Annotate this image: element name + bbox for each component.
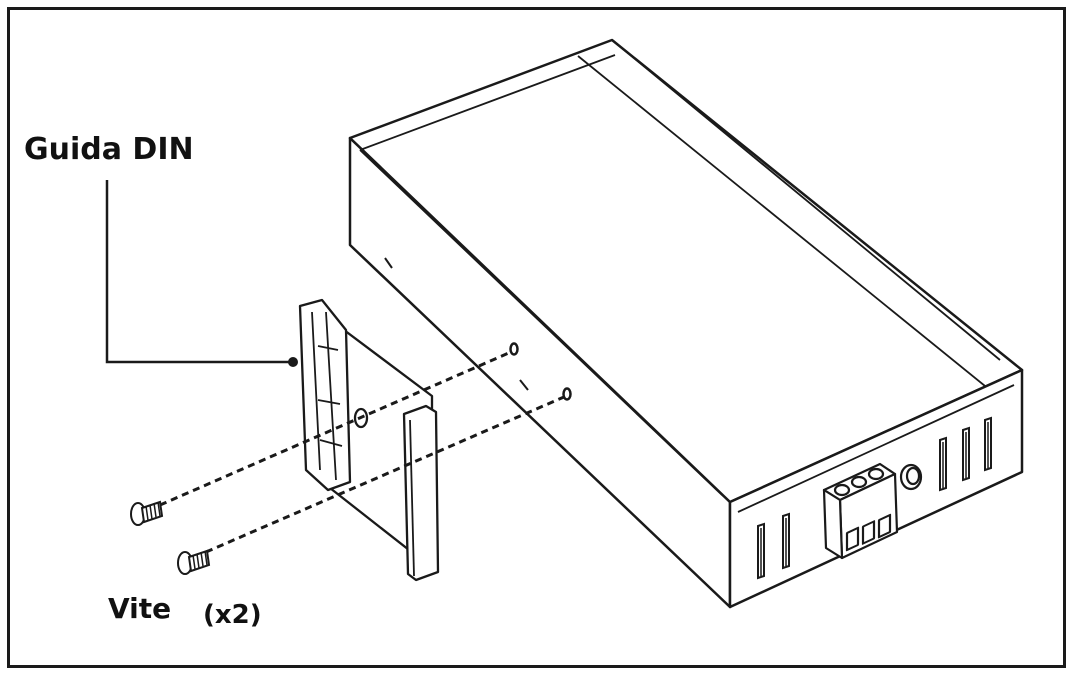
din-clip-rail-inner: [311, 311, 343, 481]
vent-slots-right: [939, 416, 992, 492]
din-rail-label: Guida DIN: [24, 132, 194, 167]
terminal-block-side: [822, 488, 844, 560]
mounting-hole-lower: [562, 387, 572, 401]
din-clip-rail-back: [298, 298, 352, 492]
enclosure-front-edge: [359, 149, 1015, 513]
terminal-opening-2: [861, 520, 876, 545]
din-rail-clip: [298, 298, 440, 582]
diagram-frame: [7, 7, 1066, 668]
din-rail-leader-dot: [288, 357, 298, 367]
terminal-screw-1: [833, 483, 851, 497]
terminal-block: [822, 462, 899, 560]
device-enclosure: [348, 38, 1024, 609]
enclosure-top-bevel: [359, 39, 1001, 387]
terminal-opening-3: [877, 513, 892, 539]
mounting-hole-upper: [509, 342, 519, 356]
alignment-line-lower: [205, 395, 565, 554]
vent-slot-shading: [760, 422, 989, 576]
front-indicator: [899, 463, 923, 491]
din-rail-leader: [105, 180, 292, 364]
screw-lower: [177, 549, 211, 575]
din-clip-flange: [402, 404, 440, 582]
terminal-screw-3: [867, 467, 885, 481]
screw-label: Vite: [108, 592, 172, 625]
terminal-screw-2: [850, 475, 868, 489]
screw-quantity-label: (x2): [203, 600, 262, 630]
din-clip-flange-edge: [409, 419, 415, 577]
screw-alignment-lines: [159, 350, 565, 554]
alignment-line-upper: [159, 350, 512, 507]
terminal-opening-1: [845, 526, 860, 552]
enclosure-side-marks: [384, 257, 529, 391]
screw-upper: [130, 500, 164, 526]
